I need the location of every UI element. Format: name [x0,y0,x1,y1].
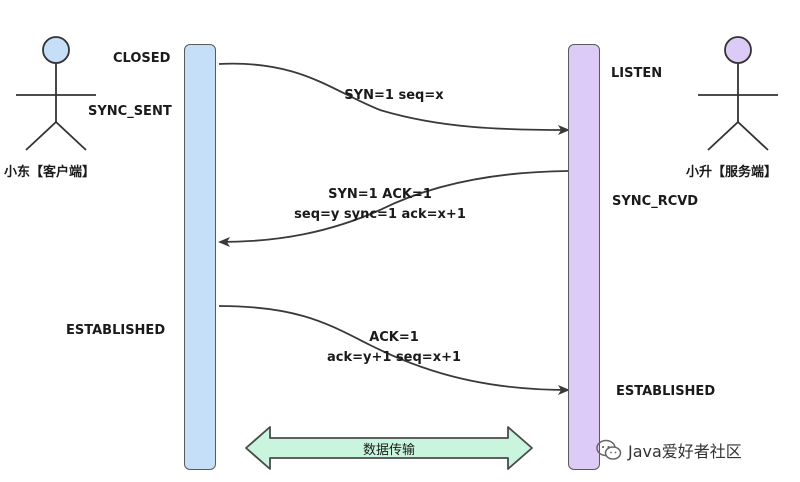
server-actor-label: 小升【服务端】 [686,165,778,180]
wechat-icon [596,439,622,460]
ack-label-line1: ACK=1 [369,330,419,345]
client-lifeline [184,44,216,470]
syn-label: SYN=1 seq=x [344,88,444,103]
watermark: Java爱好者社区 [596,438,742,462]
client-stick-figure [16,36,96,151]
client-state-established: ESTABLISHED [66,323,166,338]
syn-ack-arrow [218,170,569,247]
server-stick-figure [698,36,778,151]
server-state-established: ESTABLISHED [616,384,716,399]
client-actor-label: 小东【客户端】 [4,165,96,180]
syn-arrow [218,62,570,135]
ack-arrow [218,305,570,395]
syn-ack-label-line2: seq=y sync=1 ack=x+1 [294,207,466,222]
client-head [42,36,70,64]
server-lifeline [568,44,600,470]
server-state-sync-rcvd: SYNC_RCVD [612,194,699,209]
server-state-listen: LISTEN [611,66,663,81]
syn-ack-label-line1: SYN=1 ACK=1 [328,187,432,202]
watermark-text: Java爱好者社区 [628,442,742,461]
client-state-closed: CLOSED [113,51,171,66]
data-transfer-label: 数据传输 [362,443,416,458]
ack-label-line2: ack=y+1 seq=x+1 [326,350,462,365]
data-transfer-arrow [245,426,533,470]
server-head [724,36,752,64]
client-state-sync-sent: SYNC_SENT [88,104,172,119]
